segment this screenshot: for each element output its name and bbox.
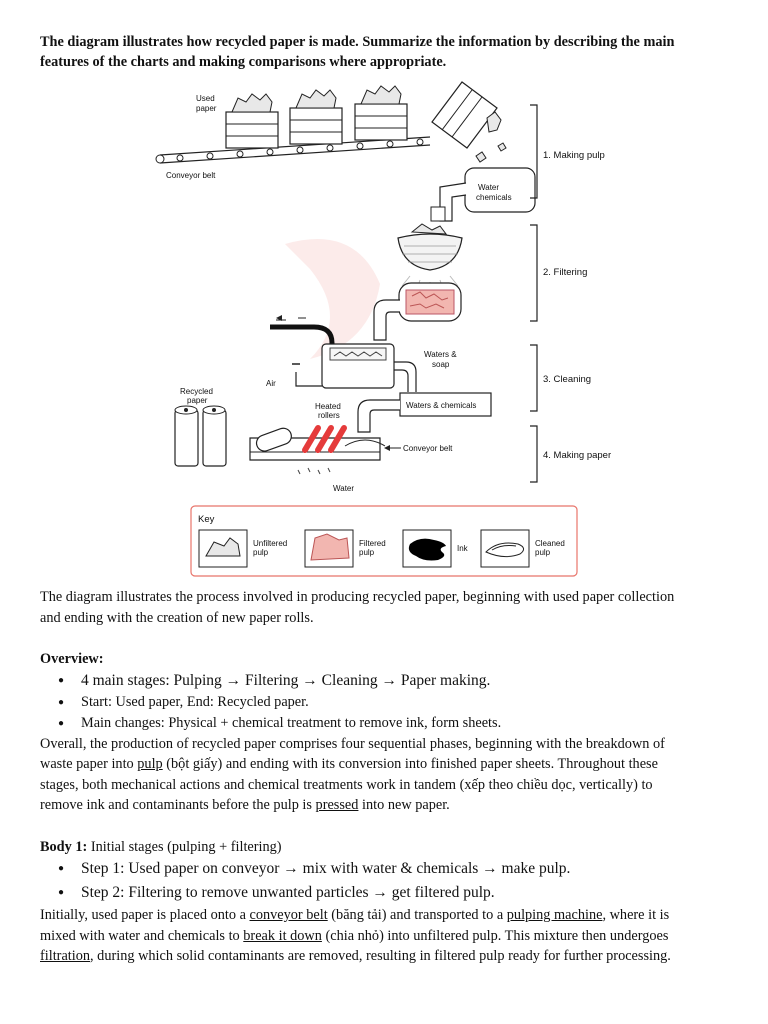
recycled-paper-diagram: Used paper Conveyor belt Water chemicals xyxy=(155,81,611,577)
body1-heading-line: Body 1: Initial stages (pulping + filter… xyxy=(40,837,720,858)
body1-line-1c: , where it is xyxy=(602,907,670,923)
document-page: The diagram illustrates how recycled pap… xyxy=(40,32,712,72)
ink-outlet-pipe xyxy=(270,315,335,353)
overview-line-2a: waste paper into xyxy=(40,756,138,772)
term-pulping-machine: pulping machine xyxy=(506,907,603,923)
overview-line-2b: (bột giấy) and ending with its conversio… xyxy=(162,756,658,772)
stage-brackets xyxy=(530,104,538,483)
waters-soap-label: Waters & xyxy=(424,350,457,359)
body1-paragraph: Initially, used paper is placed onto a c… xyxy=(40,905,720,967)
water-bottom-label: Water xyxy=(333,484,354,493)
overview-line-1: Overall, the production of recycled pape… xyxy=(40,735,665,752)
key-title: Key xyxy=(198,514,215,525)
conveyor-belt-label-top: Conveyor belt xyxy=(166,171,216,180)
overview-paragraph: Overall, the production of recycled pape… xyxy=(40,734,720,816)
task-line-2: features of the charts and making compar… xyxy=(40,54,447,70)
heated-rollers-label: Heated xyxy=(315,402,341,411)
key-cleaned-label-2: pulp xyxy=(535,548,551,557)
body1-bullets: Step 1: Used paper on conveyor → mix wit… xyxy=(36,857,720,905)
heated-rollers xyxy=(302,425,347,453)
recycled-paper-rolls xyxy=(174,405,227,467)
intro-line-2: and ending with the creation of new pape… xyxy=(40,609,314,626)
overview-bullet-3: Main changes: Physical + chemical treatm… xyxy=(36,713,720,734)
intro-line-1: The diagram illustrates the process invo… xyxy=(40,589,675,605)
overview-bullet-2: Start: Used paper, End: Recycled paper. xyxy=(36,692,720,713)
recycled-paper-label-2: paper xyxy=(187,396,208,405)
waters-chemicals-box xyxy=(357,392,492,433)
overview-heading: Overview: xyxy=(40,651,104,667)
task-line-1: The diagram illustrates how recycled pap… xyxy=(40,34,675,50)
water-chemicals-tank xyxy=(430,167,536,222)
term-pulp: pulp xyxy=(137,756,163,772)
tipping-crate xyxy=(431,81,507,163)
body1-line-2b: (chia nhỏ) into unfiltered pulp. This mi… xyxy=(321,927,669,944)
paper-making-machine xyxy=(249,425,401,475)
body1-heading-rest: Initial stages (pulping + filtering) xyxy=(87,838,282,855)
paper-crate-3 xyxy=(354,85,408,141)
overview-line-3: stages, both mechanical actions and chem… xyxy=(40,776,653,793)
watermark-logo xyxy=(285,239,380,359)
term-break-it-down: break it down xyxy=(243,927,322,944)
body1-line-3: , during which solid contaminants are re… xyxy=(90,948,671,964)
filtered-pulp-container xyxy=(373,282,462,341)
overview-bullets: 4 main stages: Pulping → Filtering → Cle… xyxy=(36,670,720,734)
stage-2-label: 2. Filtering xyxy=(543,267,587,278)
air-label: Air xyxy=(266,379,276,388)
waters-soap-label-2: soap xyxy=(432,360,450,369)
conveyor-belt-label-bottom: Conveyor belt xyxy=(403,444,453,453)
essay-body: The diagram illustrates the process invo… xyxy=(40,587,720,967)
used-paper-label: Used xyxy=(196,94,215,103)
intro-paragraph: The diagram illustrates the process invo… xyxy=(40,587,720,628)
key-cleaned-label: Cleaned xyxy=(535,539,565,548)
waters-chemicals-label: Waters & chemicals xyxy=(406,401,476,410)
body1-line-2a: mixed with water and chemicals to xyxy=(40,927,244,944)
overview-bullet-1: 4 main stages: Pulping → Filtering → Cle… xyxy=(36,670,720,692)
stage-4-label: 4. Making paper xyxy=(543,450,611,461)
key-unfiltered-label: Unfiltered xyxy=(253,539,287,548)
key-filtered-label: Filtered xyxy=(359,539,386,548)
diagram-key: Key Unfiltered pulp Filtered pulp Ink Cl… xyxy=(190,505,578,577)
key-filtered-label-2: pulp xyxy=(359,548,375,557)
filter-sieve xyxy=(397,223,463,294)
overview-line-4a: remove ink and contaminants before the p… xyxy=(40,797,316,813)
cleaning-tank xyxy=(292,343,417,392)
body1-line-1b: (băng tải) and transported to a xyxy=(327,907,507,923)
term-conveyor-belt: conveyor belt xyxy=(249,907,328,923)
heated-rollers-label-2: rollers xyxy=(318,411,340,420)
body1-heading: Body 1: xyxy=(40,838,88,855)
key-ink-label: Ink xyxy=(457,544,469,553)
chemicals-label: chemicals xyxy=(476,193,512,202)
recycled-paper-label: Recycled xyxy=(180,387,213,396)
term-pressed: pressed xyxy=(315,797,359,813)
stage-1-label: 1. Making pulp xyxy=(543,150,605,161)
stage-3-label: 3. Cleaning xyxy=(543,374,591,385)
term-filtration: filtration xyxy=(40,948,91,964)
overview-line-4b: into new paper. xyxy=(358,797,450,813)
paper-crate-1 xyxy=(225,93,279,149)
water-label: Water xyxy=(478,183,499,192)
task-prompt: The diagram illustrates how recycled pap… xyxy=(40,32,712,72)
body1-line-1a: Initially, used paper is placed onto a xyxy=(40,907,250,923)
used-paper-label-2: paper xyxy=(196,104,217,113)
body1-bullet-1: Step 1: Used paper on conveyor → mix wit… xyxy=(36,857,720,881)
body1-bullet-2: Step 2: Filtering to remove unwanted par… xyxy=(36,881,720,905)
key-unfiltered-label-2: pulp xyxy=(253,548,269,557)
paper-crate-2 xyxy=(289,89,343,145)
